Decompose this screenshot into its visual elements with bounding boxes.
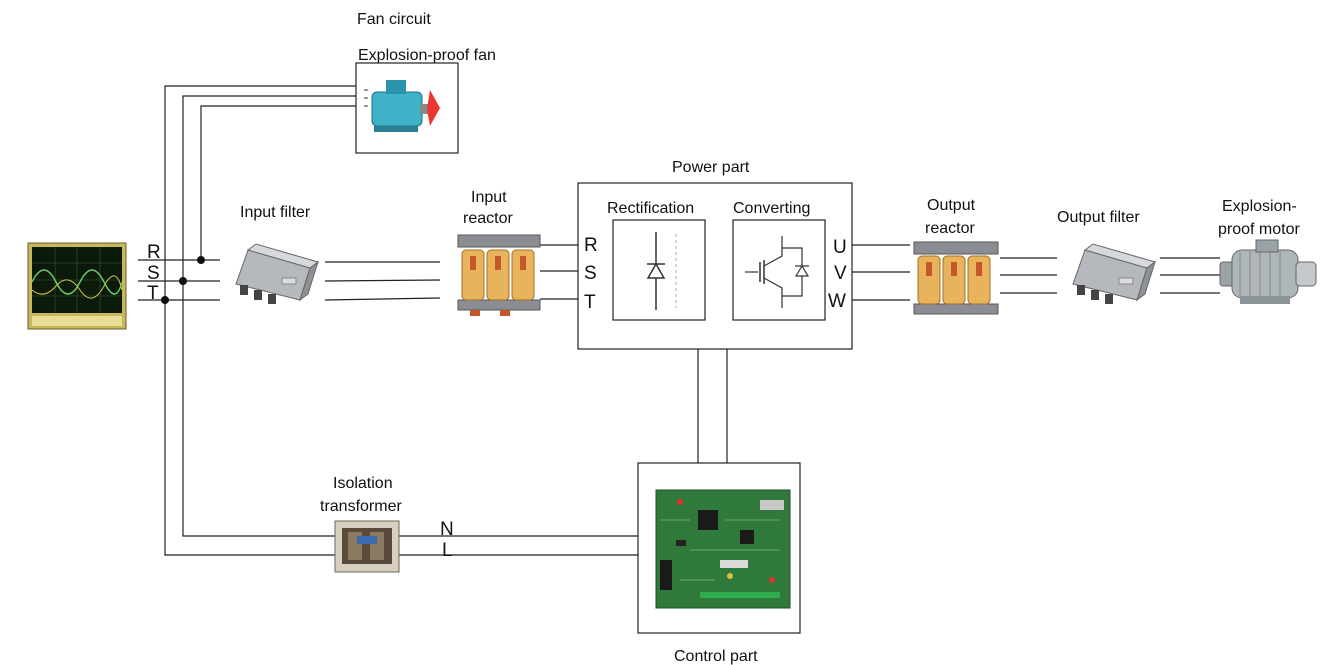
oscilloscope-icon xyxy=(27,242,127,330)
power-out-terminal-v: V xyxy=(834,263,847,284)
power-in-terminal-t: T xyxy=(584,292,596,313)
input-filter-label: Input filter xyxy=(240,204,311,221)
control-part-label: Control part xyxy=(674,648,758,665)
converting-label: Converting xyxy=(733,200,810,217)
neutral-terminal: N xyxy=(440,519,454,540)
power-out-terminal-w: W xyxy=(828,291,846,312)
explosion-proof-fan-label: Explosion-proof fan xyxy=(358,47,496,64)
input-reactor-label-2: reactor xyxy=(463,210,513,227)
power-out-terminal-u: U xyxy=(833,237,847,258)
igbt-icon xyxy=(745,236,810,308)
motor-icon xyxy=(1219,239,1317,304)
output-reactor-icon xyxy=(913,241,999,315)
supply-terminal-r: R xyxy=(147,242,161,263)
live-terminal: L xyxy=(442,540,453,561)
power-in-terminal-r: R xyxy=(584,235,598,256)
output-reactor-label-1: Output xyxy=(927,197,976,214)
output-filter-icon xyxy=(1072,243,1157,304)
explosion-proof-fan-icon xyxy=(364,80,440,132)
control-board-icon xyxy=(655,489,791,609)
fan-circuit-label: Fan circuit xyxy=(357,11,431,28)
output-filter-label: Output filter xyxy=(1057,209,1140,226)
isolation-label-1: Isolation xyxy=(333,475,393,492)
wiring xyxy=(138,85,1220,556)
supply-terminal-t: T xyxy=(147,283,159,304)
transformer-icon xyxy=(334,520,400,573)
diode-icon xyxy=(646,232,677,310)
output-reactor-label-2: reactor xyxy=(925,220,975,237)
power-in-terminal-s: S xyxy=(584,263,597,284)
motor-label-1: Explosion- xyxy=(1222,198,1297,215)
input-reactor-label-1: Input xyxy=(471,189,507,206)
supply-terminal-s: S xyxy=(147,263,160,284)
input-filter-icon xyxy=(235,243,320,304)
converting-box xyxy=(732,219,826,321)
isolation-label-2: transformer xyxy=(320,498,402,515)
motor-label-2: proof motor xyxy=(1218,221,1300,238)
rectification-label: Rectification xyxy=(607,200,694,217)
power-part-label: Power part xyxy=(672,159,750,176)
input-reactor-icon xyxy=(457,234,541,316)
